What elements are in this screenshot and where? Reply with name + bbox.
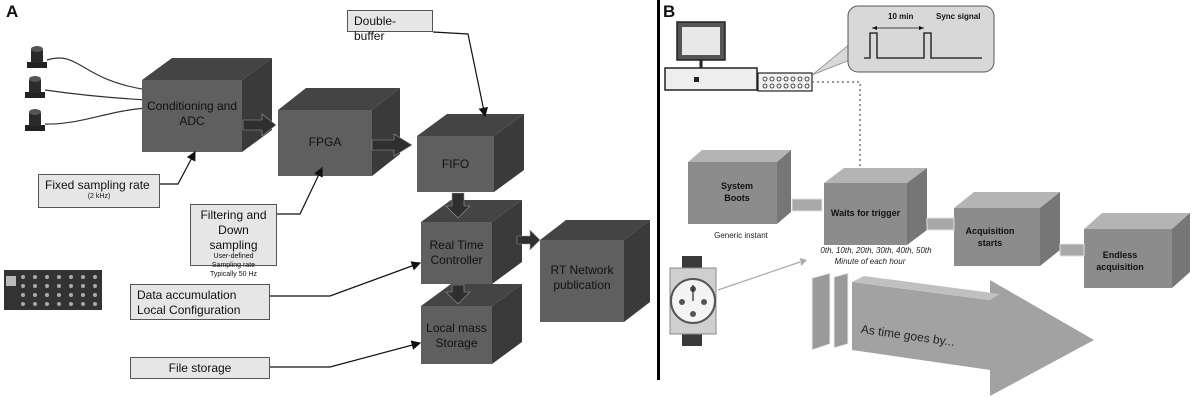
double-buffer-label: Double-buffer xyxy=(347,10,433,43)
file-storage-text: File storage xyxy=(168,361,232,375)
cube-label-rtc: Real Time Controller xyxy=(429,238,484,267)
cube-label-local-mass: Local mass Storage xyxy=(426,321,487,350)
cube-label-fifo: FIFO xyxy=(441,157,470,171)
double-buffer-text: Double-buffer xyxy=(354,14,397,43)
fixed-rate-text: Fixed sampling rate xyxy=(45,178,150,192)
filtering-sub2: Sampling rate xyxy=(211,261,256,269)
sync-signal-label: Sync signal xyxy=(936,12,981,21)
flow-connector xyxy=(1059,243,1085,257)
flow-arrow xyxy=(516,229,541,251)
sensor-icon xyxy=(25,76,45,98)
cube-label-conditioning: Conditioning and ADC xyxy=(146,99,238,128)
flow-connector xyxy=(926,217,955,231)
time-arrow xyxy=(811,272,1094,396)
sensor-icon xyxy=(27,46,47,68)
cube-rt-network xyxy=(540,220,650,322)
minute-of-hour-label: Minute of each hour xyxy=(834,257,906,266)
cube-label-rt-network: RT Network publication xyxy=(550,263,614,292)
data-acc-text: Data accumulation xyxy=(137,288,237,302)
watch-icon xyxy=(669,256,717,346)
panel-a-letter: A xyxy=(6,2,19,21)
cube-label-fpga: FPGA xyxy=(308,135,342,149)
cube-label-endless: Endless acquisition xyxy=(1096,250,1144,272)
cube-fpga xyxy=(278,88,400,176)
sensor-cable xyxy=(46,57,149,91)
io-module-icon xyxy=(757,72,813,92)
generic-instant-label: Generic instant xyxy=(714,231,768,240)
panel-divider xyxy=(657,0,660,380)
cube-waits-for-trigger xyxy=(824,168,927,245)
filtering-sub1: User-defined xyxy=(213,253,254,260)
flow-arrow xyxy=(371,133,413,157)
file-storage-label: File storage xyxy=(130,357,270,379)
panel-b-letter: B xyxy=(663,2,676,21)
daq-board-icon xyxy=(4,270,102,310)
connector-line xyxy=(270,261,422,297)
data-accumulation-label: Data accumulation Local Configuration xyxy=(130,284,270,320)
flow-arrow xyxy=(242,113,277,137)
fixed-rate-sub: (2 kHz) xyxy=(87,193,111,200)
panel-b-graphics xyxy=(664,5,1190,396)
connector-line xyxy=(432,31,488,118)
fixed-sampling-rate-label: Fixed sampling rate (2 kHz) xyxy=(38,174,160,208)
flow-arrow xyxy=(445,284,471,305)
filtering-text: Filtering and Down sampling xyxy=(200,208,267,252)
cube-local-mass-storage xyxy=(421,284,522,364)
filtering-sub3: Typically 50 Hz xyxy=(209,270,258,278)
cube-acquisition-starts xyxy=(954,192,1060,266)
connector-line xyxy=(277,166,323,215)
flow-connector xyxy=(791,198,823,212)
local-config-text: Local Configuration xyxy=(137,303,241,317)
connector-line xyxy=(160,150,196,185)
computer-icon xyxy=(664,21,758,91)
sensor-cable xyxy=(44,89,149,101)
cube-label-boots: System Boots xyxy=(720,181,754,203)
trigger-line xyxy=(812,81,861,175)
sensor-icon xyxy=(25,109,45,131)
filtering-label: Filtering and Down sampling User-defined… xyxy=(190,204,277,278)
cube-fifo xyxy=(417,114,524,192)
cube-label-acq-starts: Acquisition starts xyxy=(965,226,1015,248)
flow-arrow xyxy=(445,192,471,219)
interval-label: 10 min xyxy=(888,12,914,21)
panel-a-graphics xyxy=(4,31,650,368)
sensor-cable xyxy=(44,107,149,125)
cube-label-waits: Waits for trigger xyxy=(830,208,901,218)
connector-line xyxy=(270,340,422,368)
cube-endless-acquisition xyxy=(1084,213,1190,288)
sync-callout xyxy=(847,5,995,73)
callout-pointer xyxy=(811,43,851,76)
cube-real-time-controller xyxy=(421,200,522,284)
cube-system-boots xyxy=(688,150,791,224)
watch-pointer xyxy=(717,261,801,291)
minutes-label: 0th, 10th, 20th, 30th, 40th, 50th xyxy=(820,246,932,255)
sync-waveform xyxy=(864,32,982,59)
